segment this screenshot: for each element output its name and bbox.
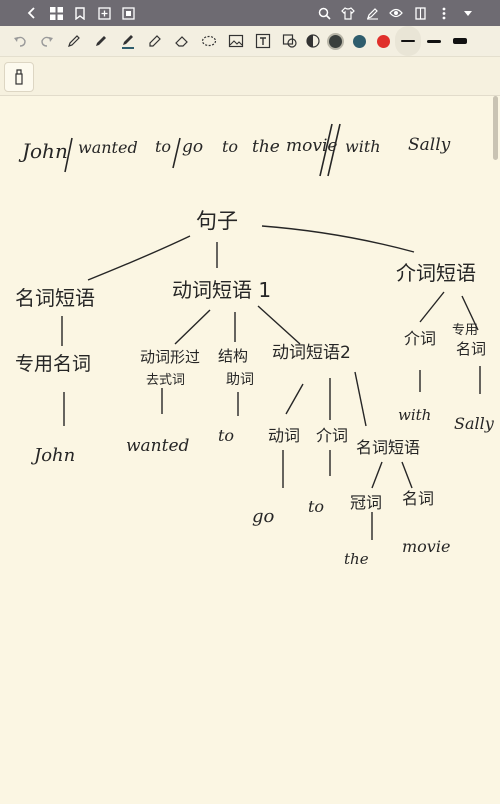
word-wanted: wanted [78,138,138,157]
redo-icon[interactable] [33,26,60,56]
tree-john: John [30,445,75,466]
color-swatch-teal[interactable] [347,26,371,56]
tree-noun: 名词 [402,489,434,508]
search-icon[interactable] [312,0,336,26]
tree-vt-top: 动词形过 [140,348,200,366]
more-icon[interactable] [432,0,456,26]
color-swatch-dark[interactable] [323,26,347,56]
pencil-icon[interactable] [60,26,87,56]
lasso-icon[interactable] [195,26,222,56]
image-icon[interactable] [222,26,249,56]
tree-with: with [398,406,431,424]
highlighter-icon[interactable] [141,26,168,56]
word-with: with [345,137,381,156]
word-go: go [182,137,203,157]
word-to: to [155,137,171,156]
undo-icon[interactable] [6,26,33,56]
pen-size-thin[interactable] [395,26,421,56]
tree-proper2-top: 专用 [452,323,478,338]
edit-icon[interactable] [360,0,384,26]
vertical-scrollbar[interactable] [493,96,498,160]
tree-root: 句子 [196,209,238,233]
dropdown-icon[interactable] [456,0,480,26]
word-movie: movie [286,136,337,156]
tree-wanted: wanted [126,436,190,456]
app-top-bar [0,0,500,26]
tree-np2: 名词短语 [356,438,420,457]
tree-prep1: 介词 [404,329,436,348]
tree-article: 冠词 [350,493,382,512]
crop-icon[interactable] [116,0,140,26]
tree-aux-top: 结构 [218,347,248,365]
tree-go: go [252,506,275,527]
word-sally: Sally [408,135,451,155]
color-swatch-red[interactable] [371,26,395,56]
tree-vp2: 动词短语2 [272,343,351,363]
tree-np-subject: 名词短语 [15,286,95,310]
eye-icon[interactable] [384,0,408,26]
tree-proper2-bottom: 名词 [456,340,486,358]
pen-size-medium[interactable] [421,26,447,56]
pen-size-thick[interactable] [447,26,473,56]
eraser-icon[interactable] [168,26,195,56]
tree-to1: to [218,426,234,445]
moon-icon[interactable] [303,26,323,56]
tree-verb: 动词 [268,426,300,445]
tree-proper-noun: 专用名词 [15,353,91,375]
tree-the: the [344,550,369,568]
note-canvas[interactable]: John wanted to go to the movie with Sall… [0,96,500,800]
bookmark-icon[interactable] [68,0,92,26]
book-icon[interactable] [408,0,432,26]
pen-icon[interactable] [87,26,114,56]
shape-icon[interactable] [276,26,303,56]
back-icon[interactable] [20,0,44,26]
tree-vt-bottom: 去式词 [146,373,185,388]
tree-aux-bottom: 助词 [226,372,254,388]
tree-prep2: 介词 [316,426,348,445]
text-icon[interactable] [249,26,276,56]
tree-movie: movie [402,537,450,556]
drawing-toolbar [0,26,500,57]
double-slash-mark [319,123,341,177]
tree-vp1: 动词短语 1 [172,278,271,302]
word-john: John [18,139,68,163]
tool-options-bar [0,57,500,96]
shirt-icon[interactable] [336,0,360,26]
tree-sally: Sally [454,414,495,433]
tree-to2: to [308,497,324,516]
active-tool-button[interactable] [4,62,34,92]
pen-nib-icon [15,69,23,85]
word-the: the [252,137,280,157]
add-page-icon[interactable] [92,0,116,26]
tree-pp: 介词短语 [396,261,476,285]
fountain-pen-icon[interactable] [114,26,141,56]
slash-mark [64,137,73,173]
slash-mark [172,137,181,169]
word-to: to [222,137,238,156]
handwriting-layer: John wanted to go to the movie with Sall… [15,123,495,568]
grid-icon[interactable] [44,0,68,26]
